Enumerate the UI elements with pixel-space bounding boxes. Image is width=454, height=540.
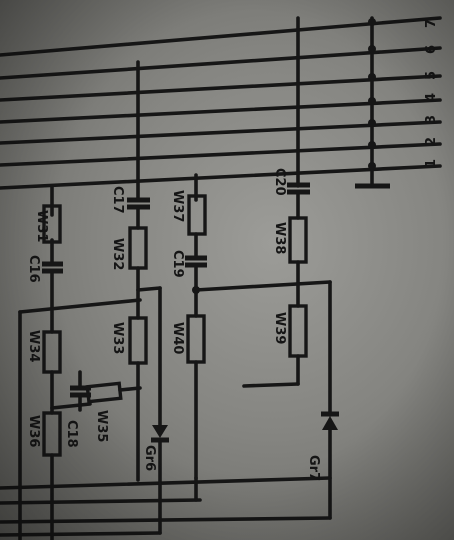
diode-gr7 [322, 416, 338, 430]
terminal-label-2: 2 [424, 137, 439, 146]
resistor-w38 [288, 216, 308, 264]
bus-wire-7 [0, 16, 442, 57]
label-c20: C20 [272, 168, 287, 196]
bottom-wires [0, 476, 332, 537]
resistor-w37 [187, 194, 207, 236]
terminal-label-3: 3 [424, 115, 439, 124]
label-c17: C17 [110, 186, 125, 214]
bus-wire-6 [0, 46, 442, 80]
resistor-w40 [186, 314, 206, 364]
label-gr6: Gr6 [142, 445, 157, 471]
bus-wire-1 [0, 164, 442, 190]
column-right [242, 182, 339, 520]
bus-wire-3 [0, 120, 442, 145]
column-middle [127, 197, 169, 535]
resistor-w32 [128, 226, 148, 270]
terminal-label-7: 7 [424, 19, 439, 28]
column-right-center [185, 194, 332, 502]
label-w34: W34 [26, 330, 41, 362]
bus-wire-4 [0, 98, 442, 124]
diode-gr6 [152, 425, 168, 438]
label-gr7: Gr7 [306, 455, 321, 481]
terminal-label-1: 1 [424, 159, 439, 168]
label-w36: W36 [26, 415, 41, 447]
resistor-w34 [42, 330, 62, 374]
bus-wire-2 [0, 142, 442, 167]
bus-wires [0, 16, 442, 190]
resistor-w31 [42, 204, 62, 244]
terminal-labels: 1 2 3 4 5 6 7 [424, 19, 439, 168]
label-c18: C18 [64, 420, 79, 448]
label-w35: W35 [94, 410, 109, 442]
label-w31: W31 [34, 210, 49, 242]
column-left [18, 204, 142, 540]
label-c19: C19 [170, 250, 185, 278]
terminal-label-4: 4 [424, 93, 439, 102]
bus-wire-5 [0, 74, 442, 102]
component-labels: W31 C16 W34 W36 C18 W35 C17 W32 W33 Gr6 … [26, 168, 321, 481]
resistor-w33 [128, 316, 148, 365]
label-c16: C16 [26, 255, 41, 283]
terminal-label-6: 6 [424, 45, 439, 54]
label-w33: W33 [110, 322, 125, 354]
terminal-strip [355, 16, 390, 189]
label-w37: W37 [170, 190, 185, 222]
vertical-rails [50, 16, 300, 217]
terminal-label-5: 5 [424, 71, 439, 80]
resistor-w35 [85, 381, 123, 404]
resistor-w39 [288, 304, 308, 358]
label-w40: W40 [170, 322, 185, 354]
label-w39: W39 [272, 312, 287, 344]
label-w38: W38 [272, 222, 287, 254]
label-w32: W32 [110, 238, 125, 270]
resistor-w36 [42, 411, 62, 457]
